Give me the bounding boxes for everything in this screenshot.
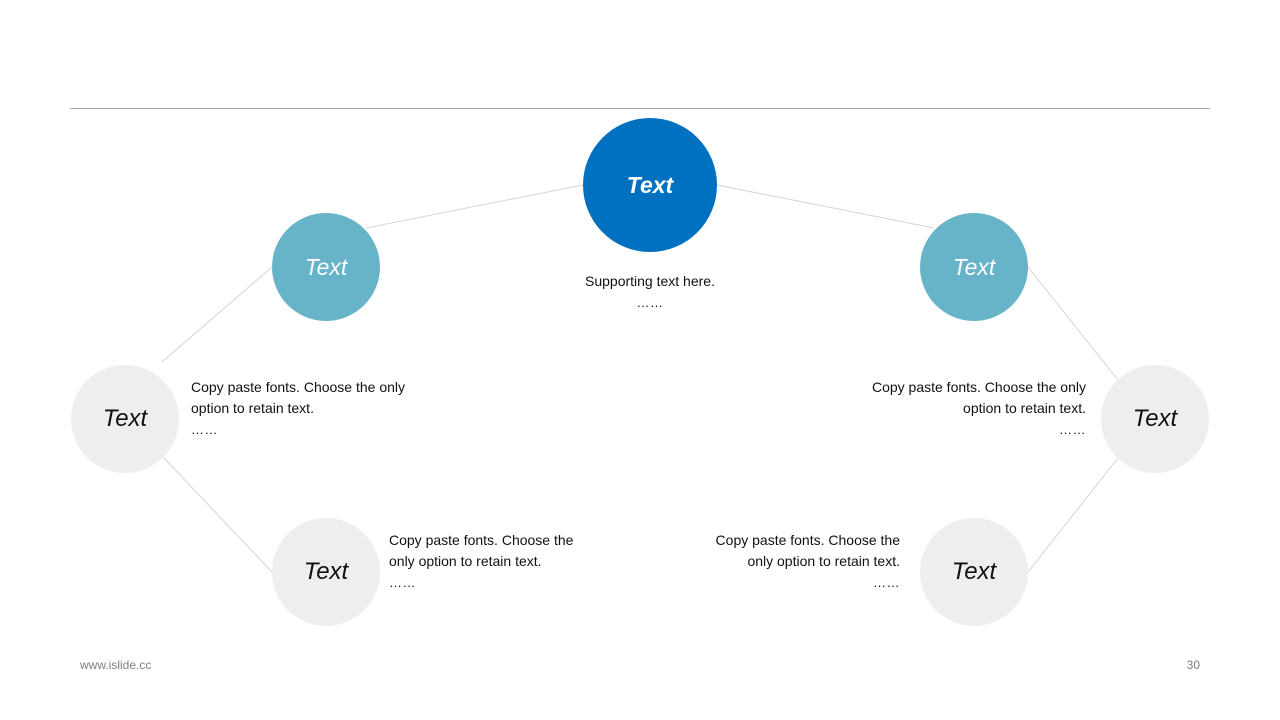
node-outer-right: Text — [1101, 365, 1209, 473]
node-bottom-left: Text — [272, 518, 380, 626]
node-bottom-left-label: Text — [303, 558, 349, 585]
connector-mid-right-to-outer-right — [1027, 266, 1119, 381]
node-main-label: Text — [626, 171, 674, 198]
description-bottom-left-line2: only option to retain text. — [389, 553, 542, 569]
top-divider — [70, 108, 1210, 109]
node-outer-right-label: Text — [1132, 405, 1178, 432]
node-outer-left: Text — [71, 365, 179, 473]
connector-main-to-mid-left — [365, 184, 584, 229]
node-mid-right-label: Text — [952, 253, 996, 280]
connector-outer-left-to-bottom-left — [161, 455, 273, 573]
node-mid-left-label: Text — [304, 253, 348, 280]
description-left: Copy paste fonts. Choose the only option… — [191, 377, 431, 440]
description-right-ellipsis: …… — [1059, 422, 1086, 437]
description-center-ellipsis: …… — [636, 295, 664, 310]
description-right-line1: Copy paste fonts. Choose the only — [871, 379, 1086, 395]
node-main: Text — [583, 118, 717, 252]
description-bottom-right-line1: Copy paste fonts. Choose the — [715, 532, 900, 548]
description-bottom-right-ellipsis: …… — [873, 575, 900, 590]
description-right-line2: option to retain text. — [963, 400, 1086, 416]
description-left-line2: option to retain text. — [191, 400, 314, 416]
description-bottom-right-line2: only option to retain text. — [747, 553, 900, 569]
node-outer-left-label: Text — [102, 405, 148, 432]
description-center: Supporting text here. …… — [560, 271, 740, 313]
description-center-text: Supporting text here. — [585, 273, 715, 289]
connector-outer-right-to-bottom-right — [1027, 457, 1119, 573]
node-mid-left: Text — [272, 213, 380, 321]
description-bottom-right: Copy paste fonts. Choose the only option… — [690, 530, 900, 593]
description-bottom-left-line1: Copy paste fonts. Choose the — [389, 532, 574, 548]
node-bottom-right-label: Text — [951, 558, 997, 585]
description-bottom-left: Copy paste fonts. Choose the only option… — [389, 530, 599, 593]
description-left-line1: Copy paste fonts. Choose the only — [191, 379, 406, 395]
connector-mid-left-to-outer-left — [161, 266, 273, 363]
page-number: 30 — [1186, 658, 1200, 672]
description-left-ellipsis: …… — [191, 422, 218, 437]
node-bottom-right: Text — [920, 518, 1028, 626]
connector-main-to-mid-right — [716, 184, 935, 229]
node-mid-right: Text — [920, 213, 1028, 321]
description-bottom-left-ellipsis: …… — [389, 575, 416, 590]
footer-url: www.islide.cc — [80, 658, 152, 672]
description-right: Copy paste fonts. Choose the only option… — [846, 377, 1086, 440]
